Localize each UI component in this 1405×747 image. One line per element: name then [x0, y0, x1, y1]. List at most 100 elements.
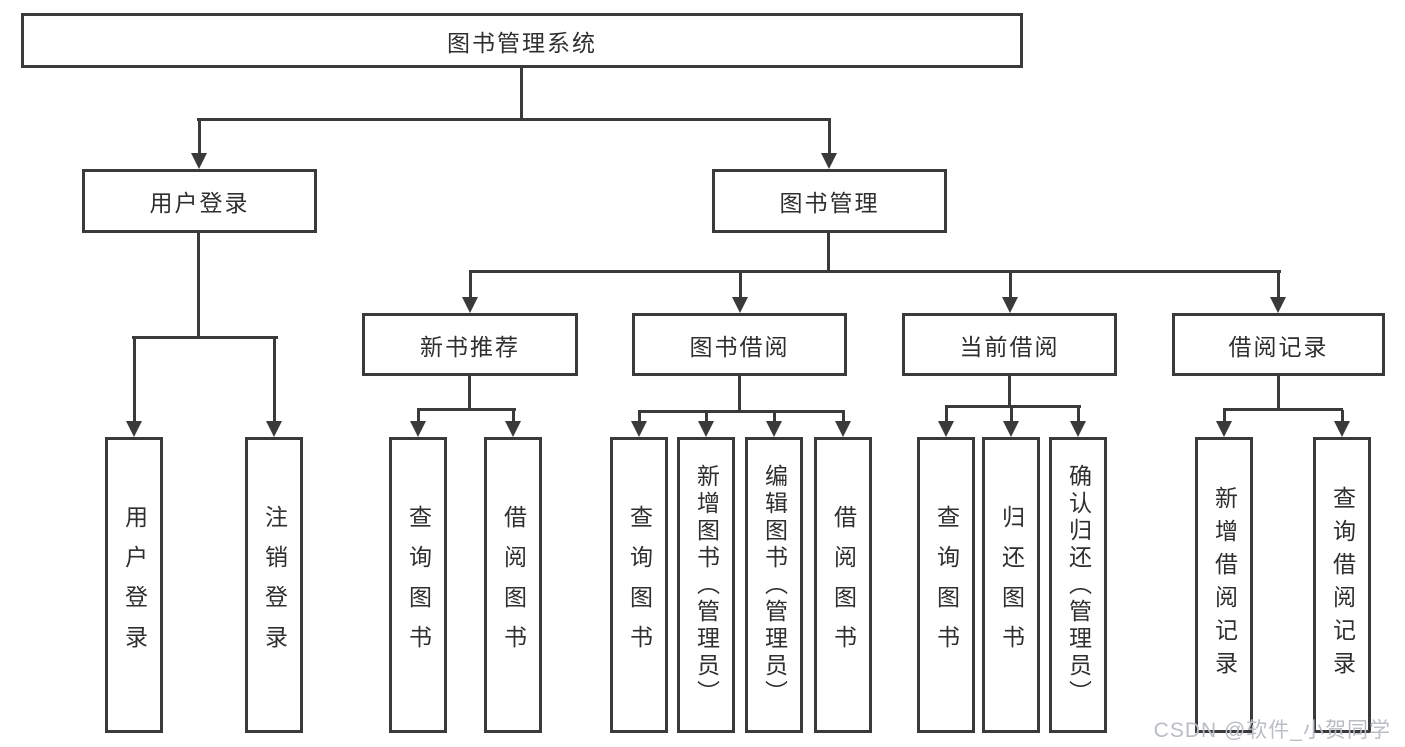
connector-hline: [197, 118, 831, 121]
node-logout-action: 注销登录: [245, 437, 303, 733]
connector-arrow: [938, 407, 954, 437]
arrow-stem: [468, 272, 472, 297]
arrowhead-icon: [835, 421, 851, 437]
node-borrowing-records: 借阅记录: [1172, 313, 1385, 376]
arrow-stem: [944, 407, 948, 421]
node-label: 查询借阅记录: [1329, 486, 1356, 684]
node-label: 查询图书: [626, 505, 653, 665]
connector-arrow: [821, 119, 837, 169]
arrowhead-icon: [938, 421, 954, 437]
node-user-login-action: 用户登录: [105, 437, 163, 733]
connector-vline: [1277, 375, 1280, 410]
arrow-stem: [704, 412, 708, 421]
node-label: 当前借阅: [959, 333, 1060, 360]
connector-hline: [469, 270, 1281, 273]
arrowhead-icon: [1002, 297, 1018, 313]
connector-arrow: [698, 412, 714, 437]
node-label: 用户登录: [149, 190, 250, 216]
connector-arrow: [631, 412, 647, 437]
node-library-system: 图书管理系统: [21, 13, 1023, 68]
connector-hline: [638, 410, 845, 413]
arrowhead-icon: [462, 297, 478, 313]
arrow-stem: [416, 410, 420, 421]
connector-arrow: [1002, 272, 1018, 313]
connector-arrow: [505, 410, 521, 437]
arrow-stem: [1076, 407, 1080, 421]
arrow-stem: [272, 338, 276, 421]
node-label: 图书管理系统: [447, 29, 597, 56]
connector-vline: [827, 231, 830, 272]
node-label: 新增借阅记录: [1211, 486, 1238, 684]
arrowhead-icon: [631, 421, 647, 437]
connector-arrow: [1070, 407, 1086, 437]
connector-arrow: [191, 119, 207, 169]
connector-vline: [468, 375, 471, 410]
node-current-borrowing: 当前借阅: [902, 313, 1117, 376]
arrowhead-icon: [1270, 297, 1286, 313]
arrowhead-icon: [410, 421, 426, 437]
arrow-stem: [1009, 407, 1013, 421]
node-label: 图书管理: [779, 190, 880, 216]
connector-vline: [1008, 375, 1011, 408]
arrowhead-icon: [191, 153, 207, 169]
node-query-borrow-record: 查询借阅记录: [1313, 437, 1371, 733]
csdn-watermark: CSDN @软件_小贺同学: [1153, 719, 1391, 742]
node-edit-book-admin: 编辑图书（管理员）: [745, 437, 803, 733]
arrow-stem: [1340, 410, 1344, 421]
node-confirm-return-admin: 确认归还（管理员）: [1049, 437, 1107, 733]
connector-vline: [520, 67, 523, 120]
connector-arrow: [835, 412, 851, 437]
connector-arrow: [410, 410, 426, 437]
node-label: 借阅图书: [830, 505, 857, 665]
node-add-borrow-record: 新增借阅记录: [1195, 437, 1253, 733]
node-label: 新增图书（管理员）: [693, 463, 720, 707]
arrowhead-icon: [732, 297, 748, 313]
arrow-stem: [772, 412, 776, 421]
connector-hline: [132, 336, 278, 339]
node-label: 新书推荐: [420, 333, 520, 360]
connector-arrow: [126, 338, 142, 437]
node-query-books-recommend: 查询图书: [389, 437, 447, 733]
node-label: 注销登录: [261, 505, 288, 665]
connector-hline: [945, 405, 1081, 408]
node-new-book-recommendation: 新书推荐: [362, 313, 578, 376]
node-label: 用户登录: [121, 505, 148, 665]
connector-vline: [197, 231, 200, 338]
node-label: 编辑图书（管理员）: [761, 463, 788, 707]
arrow-stem: [197, 119, 201, 153]
node-label: 归还图书: [998, 505, 1025, 665]
arrow-stem: [1008, 272, 1012, 297]
node-borrow-books-borrowing: 借阅图书: [814, 437, 872, 733]
node-user-login: 用户登录: [82, 169, 317, 233]
arrowhead-icon: [266, 421, 282, 437]
arrow-stem: [738, 272, 742, 297]
connector-arrow: [1003, 407, 1019, 437]
arrowhead-icon: [766, 421, 782, 437]
node-book-borrowing: 图书借阅: [632, 313, 847, 376]
node-label: 查询图书: [405, 505, 432, 665]
node-query-books-current: 查询图书: [917, 437, 975, 733]
arrowhead-icon: [505, 421, 521, 437]
connector-arrow: [266, 338, 282, 437]
node-label: 查询图书: [933, 505, 960, 665]
connector-hline: [1223, 408, 1343, 411]
node-label: 借阅图书: [500, 505, 527, 665]
arrow-stem: [511, 410, 515, 421]
arrowhead-icon: [126, 421, 142, 437]
arrowhead-icon: [1216, 421, 1232, 437]
arrowhead-icon: [698, 421, 714, 437]
node-book-management: 图书管理: [712, 169, 947, 233]
arrow-stem: [827, 119, 831, 153]
connector-arrow: [1334, 410, 1350, 437]
node-return-book: 归还图书: [982, 437, 1040, 733]
node-borrow-books-recommend: 借阅图书: [484, 437, 542, 733]
connector-arrow: [1270, 272, 1286, 313]
arrow-stem: [132, 338, 136, 421]
arrowhead-icon: [1003, 421, 1019, 437]
node-label: 图书借阅: [689, 333, 790, 360]
node-label: 借阅记录: [1228, 333, 1329, 360]
connector-vline: [738, 375, 741, 412]
arrowhead-icon: [1334, 421, 1350, 437]
connector-arrow: [766, 412, 782, 437]
